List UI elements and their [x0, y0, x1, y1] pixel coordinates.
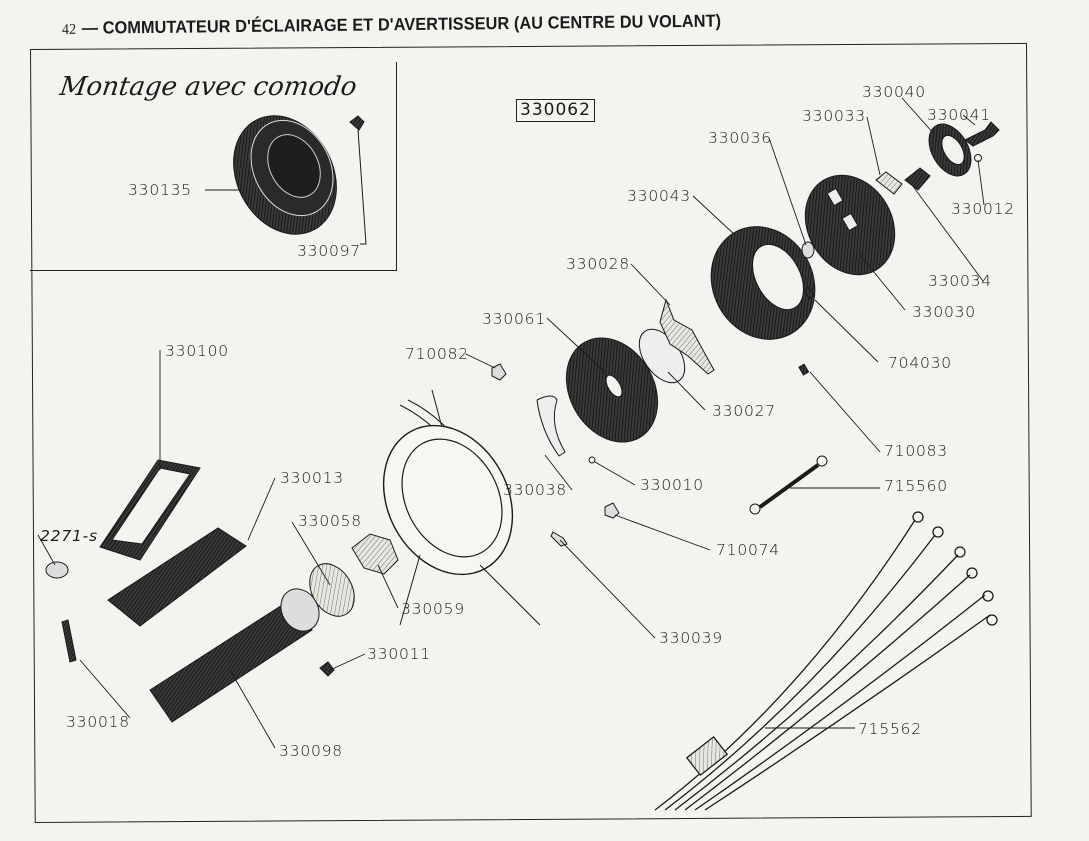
- part-715562-cable-harness: [654, 511, 998, 811]
- part-330034-pin: [904, 167, 931, 191]
- label-704030: 704030: [888, 354, 952, 372]
- part-330097-small-screw: [349, 115, 367, 245]
- part-330041-button: [964, 121, 1000, 147]
- label-710083: 710083: [884, 442, 948, 460]
- label-330100: 330100: [165, 342, 229, 360]
- label-330033: 330033: [802, 107, 866, 125]
- label-330027: 330027: [712, 402, 776, 420]
- part-710082-terminal: [491, 363, 507, 381]
- part-330098-sleeve: [149, 599, 313, 723]
- part-330018-screw: [61, 619, 77, 663]
- label-330040: 330040: [862, 83, 926, 101]
- part-330030-housing: [804, 174, 896, 276]
- label-330038: 330038: [503, 481, 567, 499]
- part-330028-spring-blade: [659, 298, 715, 375]
- label-330097: 330097: [297, 242, 361, 260]
- label-330098: 330098: [279, 742, 343, 760]
- steering-wheel-hub: [382, 389, 541, 626]
- part-330033-contact: [875, 171, 903, 195]
- part-704030-spring: [802, 286, 816, 300]
- inset-comodo: Montage avec comodo: [30, 62, 397, 271]
- label-330043: 330043: [627, 187, 691, 205]
- label-710082: 710082: [405, 345, 469, 363]
- label-330013: 330013: [280, 469, 344, 487]
- label-330036: 330036: [708, 129, 772, 147]
- label-330011: 330011: [367, 645, 431, 663]
- part-330059-hex-nut: [351, 533, 399, 575]
- part-2271s-nut: [45, 561, 69, 579]
- label-330018: 330018: [66, 713, 130, 731]
- part-330100-cover: [99, 459, 201, 561]
- part-715560-link-rod: [749, 455, 828, 515]
- label-330010: 330010: [640, 476, 704, 494]
- part-330013-switch-body: [107, 527, 247, 627]
- label-330039: 330039: [659, 629, 723, 647]
- label-710074: 710074: [716, 541, 780, 559]
- part-330135-horn-cap: [233, 115, 337, 235]
- assembly-reference: 330062: [516, 99, 595, 122]
- part-710083-plunger: [798, 363, 810, 376]
- label-330061: 330061: [482, 310, 546, 328]
- part-330038-strap: [536, 395, 566, 457]
- label-330041: 330041: [927, 106, 991, 124]
- label-330059: 330059: [401, 600, 465, 618]
- part-330011-screw: [319, 661, 335, 677]
- label-330030: 330030: [912, 303, 976, 321]
- leader-lines: [37, 97, 985, 749]
- label-330012: 330012: [951, 200, 1015, 218]
- label-330028: 330028: [566, 255, 630, 273]
- label-2271-s: 2271-s: [40, 527, 98, 545]
- label-715560: 715560: [884, 477, 948, 495]
- part-330010-rivet: [588, 456, 596, 464]
- label-330034: 330034: [928, 272, 992, 290]
- label-330135: 330135: [128, 181, 192, 199]
- part-330039-lug: [550, 531, 568, 547]
- label-330058: 330058: [298, 512, 362, 530]
- part-330036-washer: [801, 241, 815, 259]
- part-330043-outer-ring: [710, 226, 816, 340]
- label-715562: 715562: [858, 720, 922, 738]
